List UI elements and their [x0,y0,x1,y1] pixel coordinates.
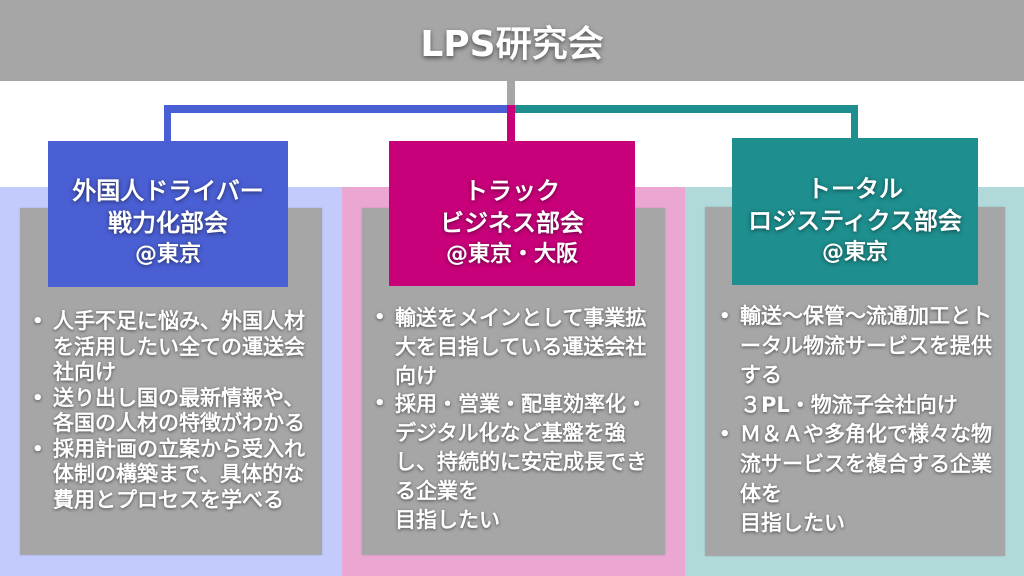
bullet-icon: • [32,387,44,409]
list-item: • 採用計画の立案から受入れ 体制の構築まで、具体的な 費用とプロセスを学べる [32,436,305,514]
connector-trunk [507,81,515,106]
organization-title: LPS研究会 [420,23,604,65]
list-item: • Ｍ＆Ａや多角化で様々な物 流サービスを複合する企業 体を 目指したい [719,420,992,538]
list-item-line: デジタル化など基盤を強 [395,421,626,446]
connector-horizontal-blue [164,105,512,113]
list-item-line: 輸送をメインとして事業拡 [395,306,647,330]
division-title-line: トータル [807,174,903,203]
list-item-line: る企業を [395,478,479,503]
bullet-icon: • [374,307,386,328]
list-item-line: 目指したい [395,507,500,532]
list-item: • 輸送をメインとして事業拡 大を目指している運送会社 向け [374,304,647,390]
list-item-line: Ｍ＆Ａや多角化で様々な物 [740,422,992,447]
list-item: • 送り出し国の最新情報や、 各国の人材の特徴がわかる [32,385,305,437]
list-item-line: 採用・営業・配車効率化・ [395,392,647,417]
bullet-list-total-logistics: • 輸送～保管～流通加工とト ータル物流サービスを提供 する ３PL・物流子会社… [719,302,992,539]
division-location: @東京・大阪 [445,241,578,267]
list-item-line: 大を目指している運送会社 [395,334,647,359]
bullet-list-truck-business: • 輸送をメインとして事業拡 大を目指している運送会社 向け • 採用・営業・配… [374,304,647,534]
division-title-line: ビジネス部会 [440,208,584,237]
list-item-line: 送り出し国の最新情報や、 [53,385,305,410]
list-item-line: ３PL・物流子会社向け [740,392,958,417]
connector-vertical-blue [164,105,171,141]
list-item-line: 輸送～保管～流通加工とト [740,304,992,328]
list-item-line: ータル物流サービスを提供 [740,333,992,358]
connector-vertical-teal [851,105,858,139]
division-box-truck-business: トラック ビジネス部会 @東京・大阪 [389,141,635,286]
connector-vertical-magenta [507,105,515,141]
list-item: • 輸送～保管～流通加工とト ータル物流サービスを提供 する ３PL・物流子会社… [719,302,992,420]
division-title-line: ロジスティクス部会 [748,206,962,235]
connector-horizontal-teal [512,105,858,113]
list-item-line: 流サービスを複合する企業 [740,451,992,476]
list-item-line: 社向け [53,360,116,384]
bullet-icon: • [32,311,44,332]
division-title-line: 戦力化部会 [108,209,228,237]
division-location: @東京 [134,242,201,267]
bullet-list-foreign-drivers: • 人手不足に悩み、外国人材 を活用したい全ての運送会 社向け • 送り出し国の… [32,309,305,514]
division-title-line: トラック [464,176,560,205]
bullet-icon: • [32,438,44,460]
list-item-line: を活用したい全ての運送会 [53,334,305,359]
list-item-line: する [740,363,782,388]
list-item-line: 各国の人材の特徴がわかる [53,411,305,435]
bullet-icon: • [719,424,731,446]
list-item: • 採用・営業・配車効率化・ デジタル化など基盤を強 し、持続的に安定成長でき … [374,390,647,534]
bullet-icon: • [719,306,731,327]
list-item-line: 採用計画の立案から受入れ [53,436,305,461]
list-item-line: し、持続的に安定成長でき [395,449,647,474]
division-title-line: 外国人ドライバー [72,177,264,205]
list-item-line: 向け [395,363,437,388]
division-box-foreign-drivers: 外国人ドライバー 戦力化部会 @東京 [48,141,288,287]
list-item: • 人手不足に悩み、外国人材 を活用したい全ての運送会 社向け [32,309,305,386]
list-item-line: 費用とプロセスを学べる [53,487,284,512]
list-item-line: 体制の構築まで、具体的な [53,462,305,486]
list-item-line: 人手不足に悩み、外国人材 [53,309,305,333]
header-bar: LPS研究会 [0,0,1024,81]
list-item-line: 体を [740,481,782,506]
list-item-line: 目指したい [740,511,845,536]
division-location: @東京 [821,239,888,265]
bullet-icon: • [374,393,386,415]
division-box-total-logistics: トータル ロジスティクス部会 @東京 [732,138,978,285]
